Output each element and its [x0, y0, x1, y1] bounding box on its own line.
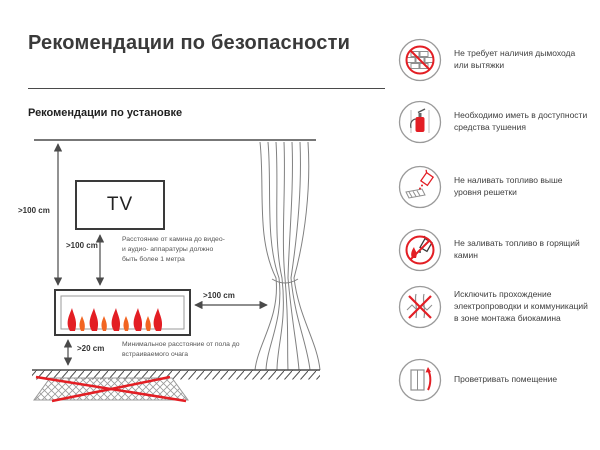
no-wiring-icon — [398, 285, 442, 329]
section-title: Рекомендации по установке — [28, 107, 183, 119]
recommendation-text: Не заливать топливо в горящий камин — [454, 238, 580, 260]
tv-box: TV — [75, 180, 165, 230]
fireplace — [54, 289, 191, 336]
flames-icon — [67, 308, 163, 331]
floor-line — [32, 369, 320, 380]
curtain — [254, 141, 321, 371]
no-chimney-icon — [398, 38, 442, 82]
recommendation-text: Проветривать помещение — [454, 374, 558, 385]
no-fuel-above-grate-icon — [398, 165, 442, 209]
list-item: Не требует наличия дымохода или вытяжки — [398, 38, 592, 82]
ventilate-room-icon — [398, 358, 442, 402]
dimension-label-left: >100 cm — [18, 206, 50, 215]
list-item: Проветривать помещение — [398, 358, 592, 402]
red-cross-icon — [35, 375, 187, 403]
recommendation-text: Исключить прохождение электропроводки и … — [454, 289, 588, 323]
dimension-label-tv: >100 cm — [66, 241, 98, 250]
note-floor-distance: Минимальное расстояние от пола до встраи… — [122, 341, 240, 359]
forbidden-rug — [33, 375, 189, 403]
list-item: Исключить прохождение электропроводки и … — [398, 285, 592, 329]
recommendations-list: Не требует наличия дымохода или вытяжки … — [398, 30, 596, 442]
dimension-arrows — [53, 143, 268, 366]
list-item: Не заливать топливо в горящий камин — [398, 228, 592, 272]
fire-extinguisher-icon — [398, 100, 442, 144]
installation-diagram-drawing — [32, 139, 321, 403]
recommendation-text: Необходимо иметь в доступности средства … — [454, 110, 588, 132]
dimension-label-floor: >20 cm — [77, 344, 105, 353]
dimension-label-curtain: >100 cm — [203, 291, 235, 300]
list-item: Необходимо иметь в доступности средства … — [398, 100, 592, 144]
recommendation-text: Не наливать топливо выше уровня решетки — [454, 175, 563, 197]
page-title: Рекомендации по безопасности — [28, 32, 351, 54]
installation-diagram: TV >100 cm >100 cm Расстояние от камина … — [18, 128, 390, 438]
list-item: Не наливать топливо выше уровня решетки — [398, 165, 592, 209]
no-refuel-burning-icon — [398, 228, 442, 272]
recommendation-text: Не требует наличия дымохода или вытяжки — [454, 48, 576, 70]
title-divider — [28, 88, 385, 89]
note-tv-distance: Расстояние от камина до видео- и аудио- … — [122, 236, 225, 264]
